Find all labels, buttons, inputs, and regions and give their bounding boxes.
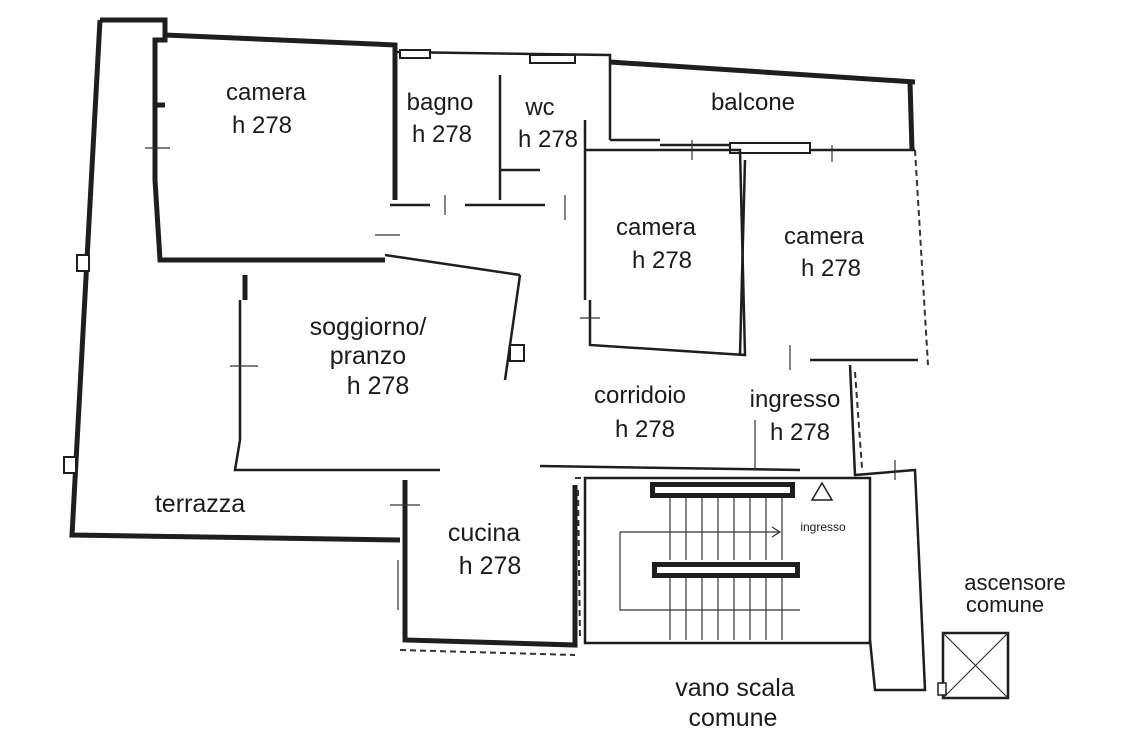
entrance-marker-label: ingresso xyxy=(800,520,846,534)
room-height-camera-center: h 278 xyxy=(632,247,692,274)
window xyxy=(399,49,431,59)
entrance-triangle-icon xyxy=(810,481,834,501)
stair-label-line1: vano scala xyxy=(675,674,795,702)
room-height-ingresso: h 278 xyxy=(770,419,830,446)
room-label-camera-center: camera xyxy=(616,214,697,241)
room-label-ingresso: ingresso xyxy=(750,386,841,413)
room-label-camera-east: camera xyxy=(784,223,865,250)
room-label-soggiorno-line2: pranzo xyxy=(330,342,406,370)
column-marker xyxy=(509,344,525,362)
room-height-camera-east: h 278 xyxy=(801,255,861,282)
room-label-soggiorno-line1: soggiorno/ xyxy=(310,313,427,341)
room-label-wc: wc xyxy=(524,94,554,121)
stair-landing-inner xyxy=(655,487,790,493)
lift-shaft xyxy=(937,631,1010,700)
lift-label-line2: comune xyxy=(966,592,1044,617)
room-label-bagno: bagno xyxy=(407,89,474,116)
stair-label-line2: comune xyxy=(689,704,778,732)
window xyxy=(529,54,576,64)
area-label-terrazza: terrazza xyxy=(155,490,245,518)
column-marker xyxy=(76,254,90,272)
room-height-wc: h 278 xyxy=(518,126,578,153)
room-height-soggiorno: h 278 xyxy=(347,372,410,400)
room-height-camera-nw: h 278 xyxy=(232,112,292,139)
staircase xyxy=(583,476,872,645)
room-label-balcone: balcone xyxy=(711,89,795,116)
lift-label-line1: ascensore xyxy=(964,570,1066,595)
room-label-camera-nw: camera xyxy=(226,79,307,106)
room-label-corridoio: corridoio xyxy=(594,382,686,409)
window xyxy=(729,142,811,154)
room-height-corridoio: h 278 xyxy=(615,416,675,443)
room-label-cucina: cucina xyxy=(448,519,520,547)
column-marker xyxy=(63,456,77,474)
room-height-bagno: h 278 xyxy=(412,121,472,148)
room-height-cucina: h 278 xyxy=(459,552,522,580)
stair-landing-inner xyxy=(657,567,795,573)
